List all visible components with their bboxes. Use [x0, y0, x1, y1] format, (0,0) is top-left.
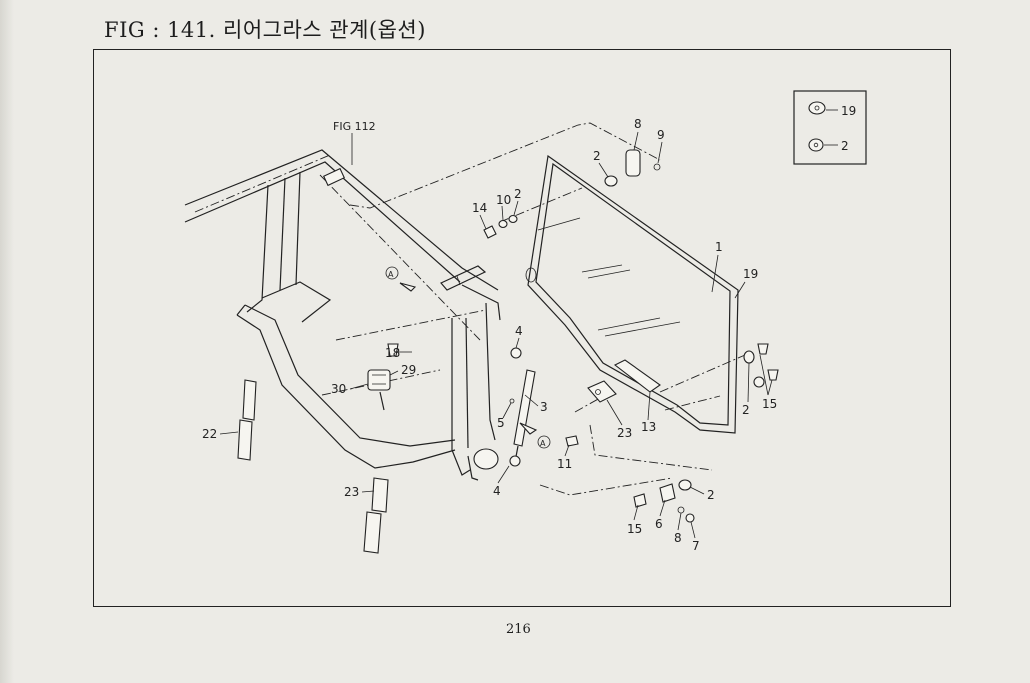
- datum-label-upper: A: [388, 270, 394, 279]
- inset-box: 19 2: [793, 90, 867, 165]
- callout-4-bottom: 4: [493, 484, 501, 498]
- lower-hinge-assembly: [539, 343, 779, 523]
- callout-7-visible: 7: [692, 539, 700, 553]
- upper-latch: [625, 149, 641, 177]
- callout-15-top: 14: [472, 201, 487, 215]
- callout-11: 9: [657, 128, 665, 142]
- callout-2-mid: 2: [514, 187, 522, 201]
- callout-2-lower: 2: [707, 488, 715, 502]
- clip-icon: [808, 101, 826, 115]
- callout-4-top: 4: [515, 324, 523, 338]
- callout-15-lower: 15: [627, 522, 642, 536]
- callouts: FIG 112 8 9 2 14 10 2 1 19 4 3 5 4 18 18…: [202, 117, 777, 545]
- cab-frame: [184, 122, 661, 481]
- scan-edge-shadow: [0, 0, 14, 683]
- figure-title: FIG : 141. 리어그라스 관계(옵션): [104, 18, 426, 42]
- callout-2-right: 2: [742, 403, 750, 417]
- page-number: 216: [506, 622, 531, 637]
- datum-label-lower: A: [540, 439, 546, 448]
- datum-markers: A A: [385, 266, 551, 449]
- weather-strips: [237, 379, 389, 554]
- hinge-boss: [473, 448, 499, 470]
- callout-22: 19: [743, 267, 758, 281]
- callout-13: 11: [557, 457, 572, 471]
- inset-label-19: 19: [841, 104, 856, 118]
- callout-1: 1: [715, 240, 723, 254]
- callout-3: 3: [540, 400, 548, 414]
- callout-2-top: 2: [593, 149, 601, 163]
- inset-label-2: 2: [841, 139, 849, 153]
- callout-23-bottom: 23: [344, 485, 359, 499]
- callout-9: 8: [634, 117, 642, 131]
- callout-6: 6: [655, 517, 663, 531]
- striker-and-bracket: [367, 343, 399, 411]
- rear-glass-panel: [499, 154, 746, 434]
- callout-29: 29: [401, 363, 416, 377]
- top-fasteners: [483, 149, 661, 239]
- gas-strut: [509, 347, 536, 467]
- callout-5: 5: [497, 416, 505, 430]
- callout-10: 10: [496, 193, 511, 207]
- callout-8: 8: [674, 531, 682, 545]
- callout-30: 30: [331, 382, 346, 396]
- callout-28: 23: [617, 426, 632, 440]
- callout-14: 13: [641, 420, 656, 434]
- callout-18: 18: [385, 346, 400, 360]
- washer-icon: [808, 138, 824, 152]
- diagram-frame: [93, 49, 951, 607]
- fig-reference: FIG 112: [333, 120, 376, 133]
- callout-23-left: 22: [202, 427, 217, 441]
- callout-19: 15: [762, 397, 777, 411]
